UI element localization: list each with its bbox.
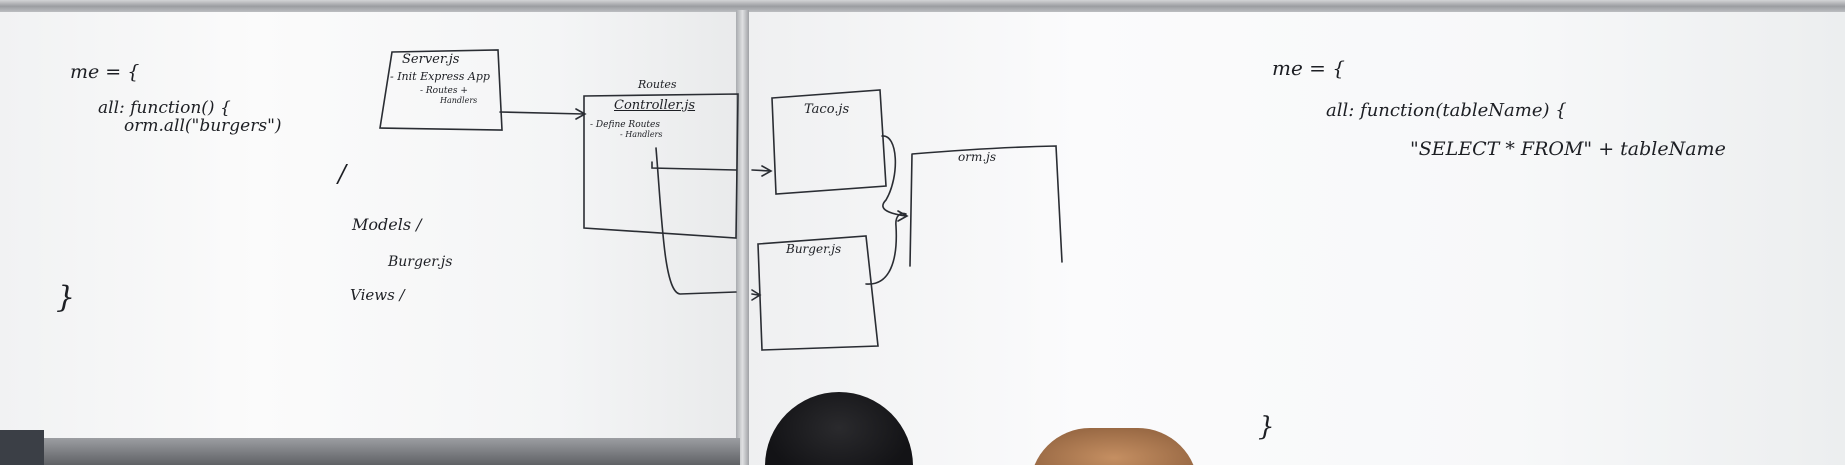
left-whiteboard-panel <box>0 12 740 458</box>
marker-tray-corner <box>0 430 44 465</box>
models-folder-label: Models / <box>352 215 422 234</box>
controller-box-line-2: - Handlers <box>620 130 663 139</box>
controller-to-burger-arrow <box>655 147 762 301</box>
taco-box-title: Taco.js <box>804 102 850 117</box>
views-folder-label: Views / <box>350 286 405 304</box>
taco-to-orm-arrow <box>881 135 909 222</box>
server-box-line-2: - Routes + <box>420 86 468 96</box>
right-code-line-3: "SELECT * FROM" + tableName <box>1410 138 1726 160</box>
controller-box-outline <box>583 93 739 239</box>
right-code-line-1: me = { <box>1272 56 1345 80</box>
server-box-line-3: Handlers <box>440 96 478 105</box>
burger-model-file-label: Burger.js <box>388 254 453 270</box>
routes-label: Routes <box>638 78 677 91</box>
whiteboard-top-rail <box>0 0 1845 14</box>
server-box-outline <box>379 49 503 131</box>
left-code-line-2: all: function() { <box>98 98 231 118</box>
controller-box-title: Controller.js <box>614 98 696 113</box>
panel-divider <box>736 10 749 465</box>
burger-box-outline <box>757 235 879 351</box>
burger-to-orm-arrow <box>865 212 907 285</box>
orm-box-outline <box>909 145 1063 267</box>
marker-tray <box>0 438 740 465</box>
burger-box-title: Burger.js <box>786 242 842 256</box>
orm-box-title: orm.js <box>958 150 997 164</box>
controller-to-taco-arrow <box>651 161 773 177</box>
right-whiteboard-panel <box>748 12 1845 465</box>
right-code-line-2: all: function(tableName) { <box>1326 100 1567 121</box>
right-code-closing-brace: } <box>1258 412 1275 442</box>
server-box-line-1: - Init Express App <box>390 70 490 83</box>
taco-box-outline <box>771 89 887 195</box>
left-code-closing-brace: } <box>56 280 76 315</box>
controller-box-line-1: - Define Routes <box>590 120 660 130</box>
server-box-title: Server.js <box>402 52 460 67</box>
server-to-controller-arrow <box>499 108 587 120</box>
slash-mark: / <box>338 160 347 188</box>
left-code-line-3: orm.all("burgers") <box>124 116 282 136</box>
left-code-line-1: me = { <box>70 61 140 83</box>
